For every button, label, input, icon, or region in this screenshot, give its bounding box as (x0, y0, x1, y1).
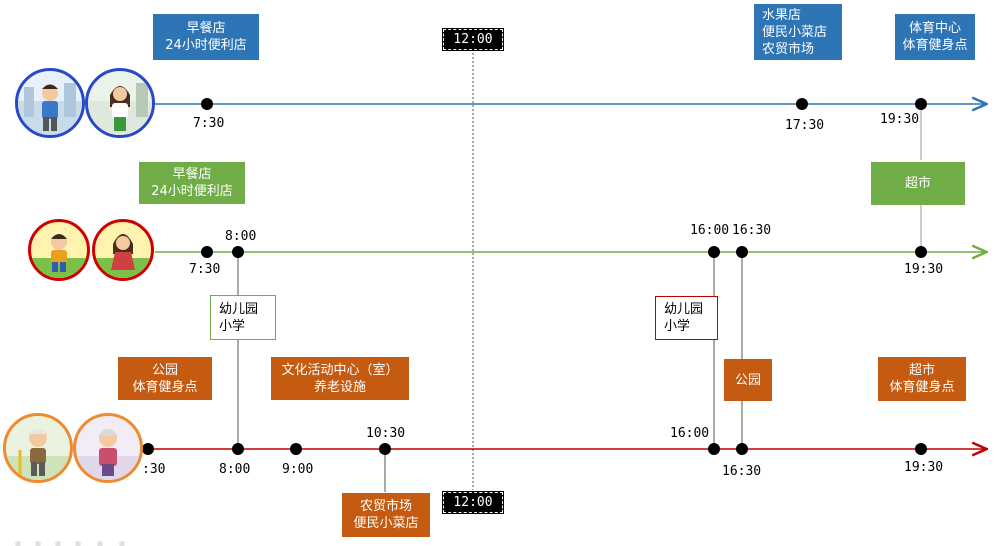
senior-event-box: 超市 体育健身点 (878, 357, 966, 401)
time-label: 19:30 (904, 262, 944, 277)
time-label: 16:30 (722, 464, 762, 479)
event-dot (915, 246, 927, 258)
time-label: 19:30 (880, 112, 920, 127)
child-event-box: 超市 (871, 162, 965, 205)
senior-event-box: 农贸市场 便民小菜店 (342, 493, 430, 537)
woman-avatar-icon (85, 68, 155, 138)
time-label: 16:00 (670, 426, 710, 441)
man-avatar-icon (15, 68, 85, 138)
event-dot (708, 443, 720, 455)
event-dot (708, 246, 720, 258)
event-dot (232, 246, 244, 258)
time-label: :30 (142, 462, 166, 477)
time-label: 8:00 (225, 229, 257, 244)
worker-event-box: 早餐店 24小时便利店 (153, 14, 259, 60)
time-label: 7:30 (189, 262, 221, 277)
grandma-avatar-icon (73, 413, 143, 483)
girl-avatar-icon (92, 219, 154, 281)
event-dot (379, 443, 391, 455)
noon-marker-top: 12:00 (442, 28, 504, 51)
event-dot (915, 98, 927, 110)
child-event-box: 早餐店 24小时便利店 (139, 162, 245, 204)
event-dot (201, 98, 213, 110)
event-dot (736, 246, 748, 258)
senior-event-box: 公园 (724, 359, 772, 401)
time-label: 9:00 (282, 462, 314, 477)
time-label: 16:30 (732, 223, 772, 238)
event-dot (290, 443, 302, 455)
time-label: 16:00 (690, 223, 730, 238)
time-label: 19:30 (904, 460, 944, 475)
senior-event-box: 公园 体育健身点 (118, 357, 212, 400)
time-label: 8:00 (219, 462, 251, 477)
time-label: 10:30 (366, 426, 406, 441)
boy-avatar-icon (28, 219, 90, 281)
time-label: 7:30 (193, 116, 225, 131)
event-dot (142, 443, 154, 455)
time-label: 17:30 (785, 118, 825, 133)
event-dot (796, 98, 808, 110)
event-dot (915, 443, 927, 455)
worker-event-box: 水果店 便民小菜店 农贸市场 (754, 4, 842, 60)
event-dot (201, 246, 213, 258)
senior-event-box: 文化活动中心（室） 养老设施 (271, 357, 409, 400)
child-school-box: 幼儿园 小学 (210, 295, 276, 340)
worker-event-box: 体育中心 体育健身点 (895, 14, 975, 60)
noon-marker-bottom: 12:00 (442, 491, 504, 514)
event-dot (232, 443, 244, 455)
grandpa-avatar-icon (3, 413, 73, 483)
child-school-box: 幼儿园 小学 (655, 296, 718, 340)
event-dot (736, 443, 748, 455)
